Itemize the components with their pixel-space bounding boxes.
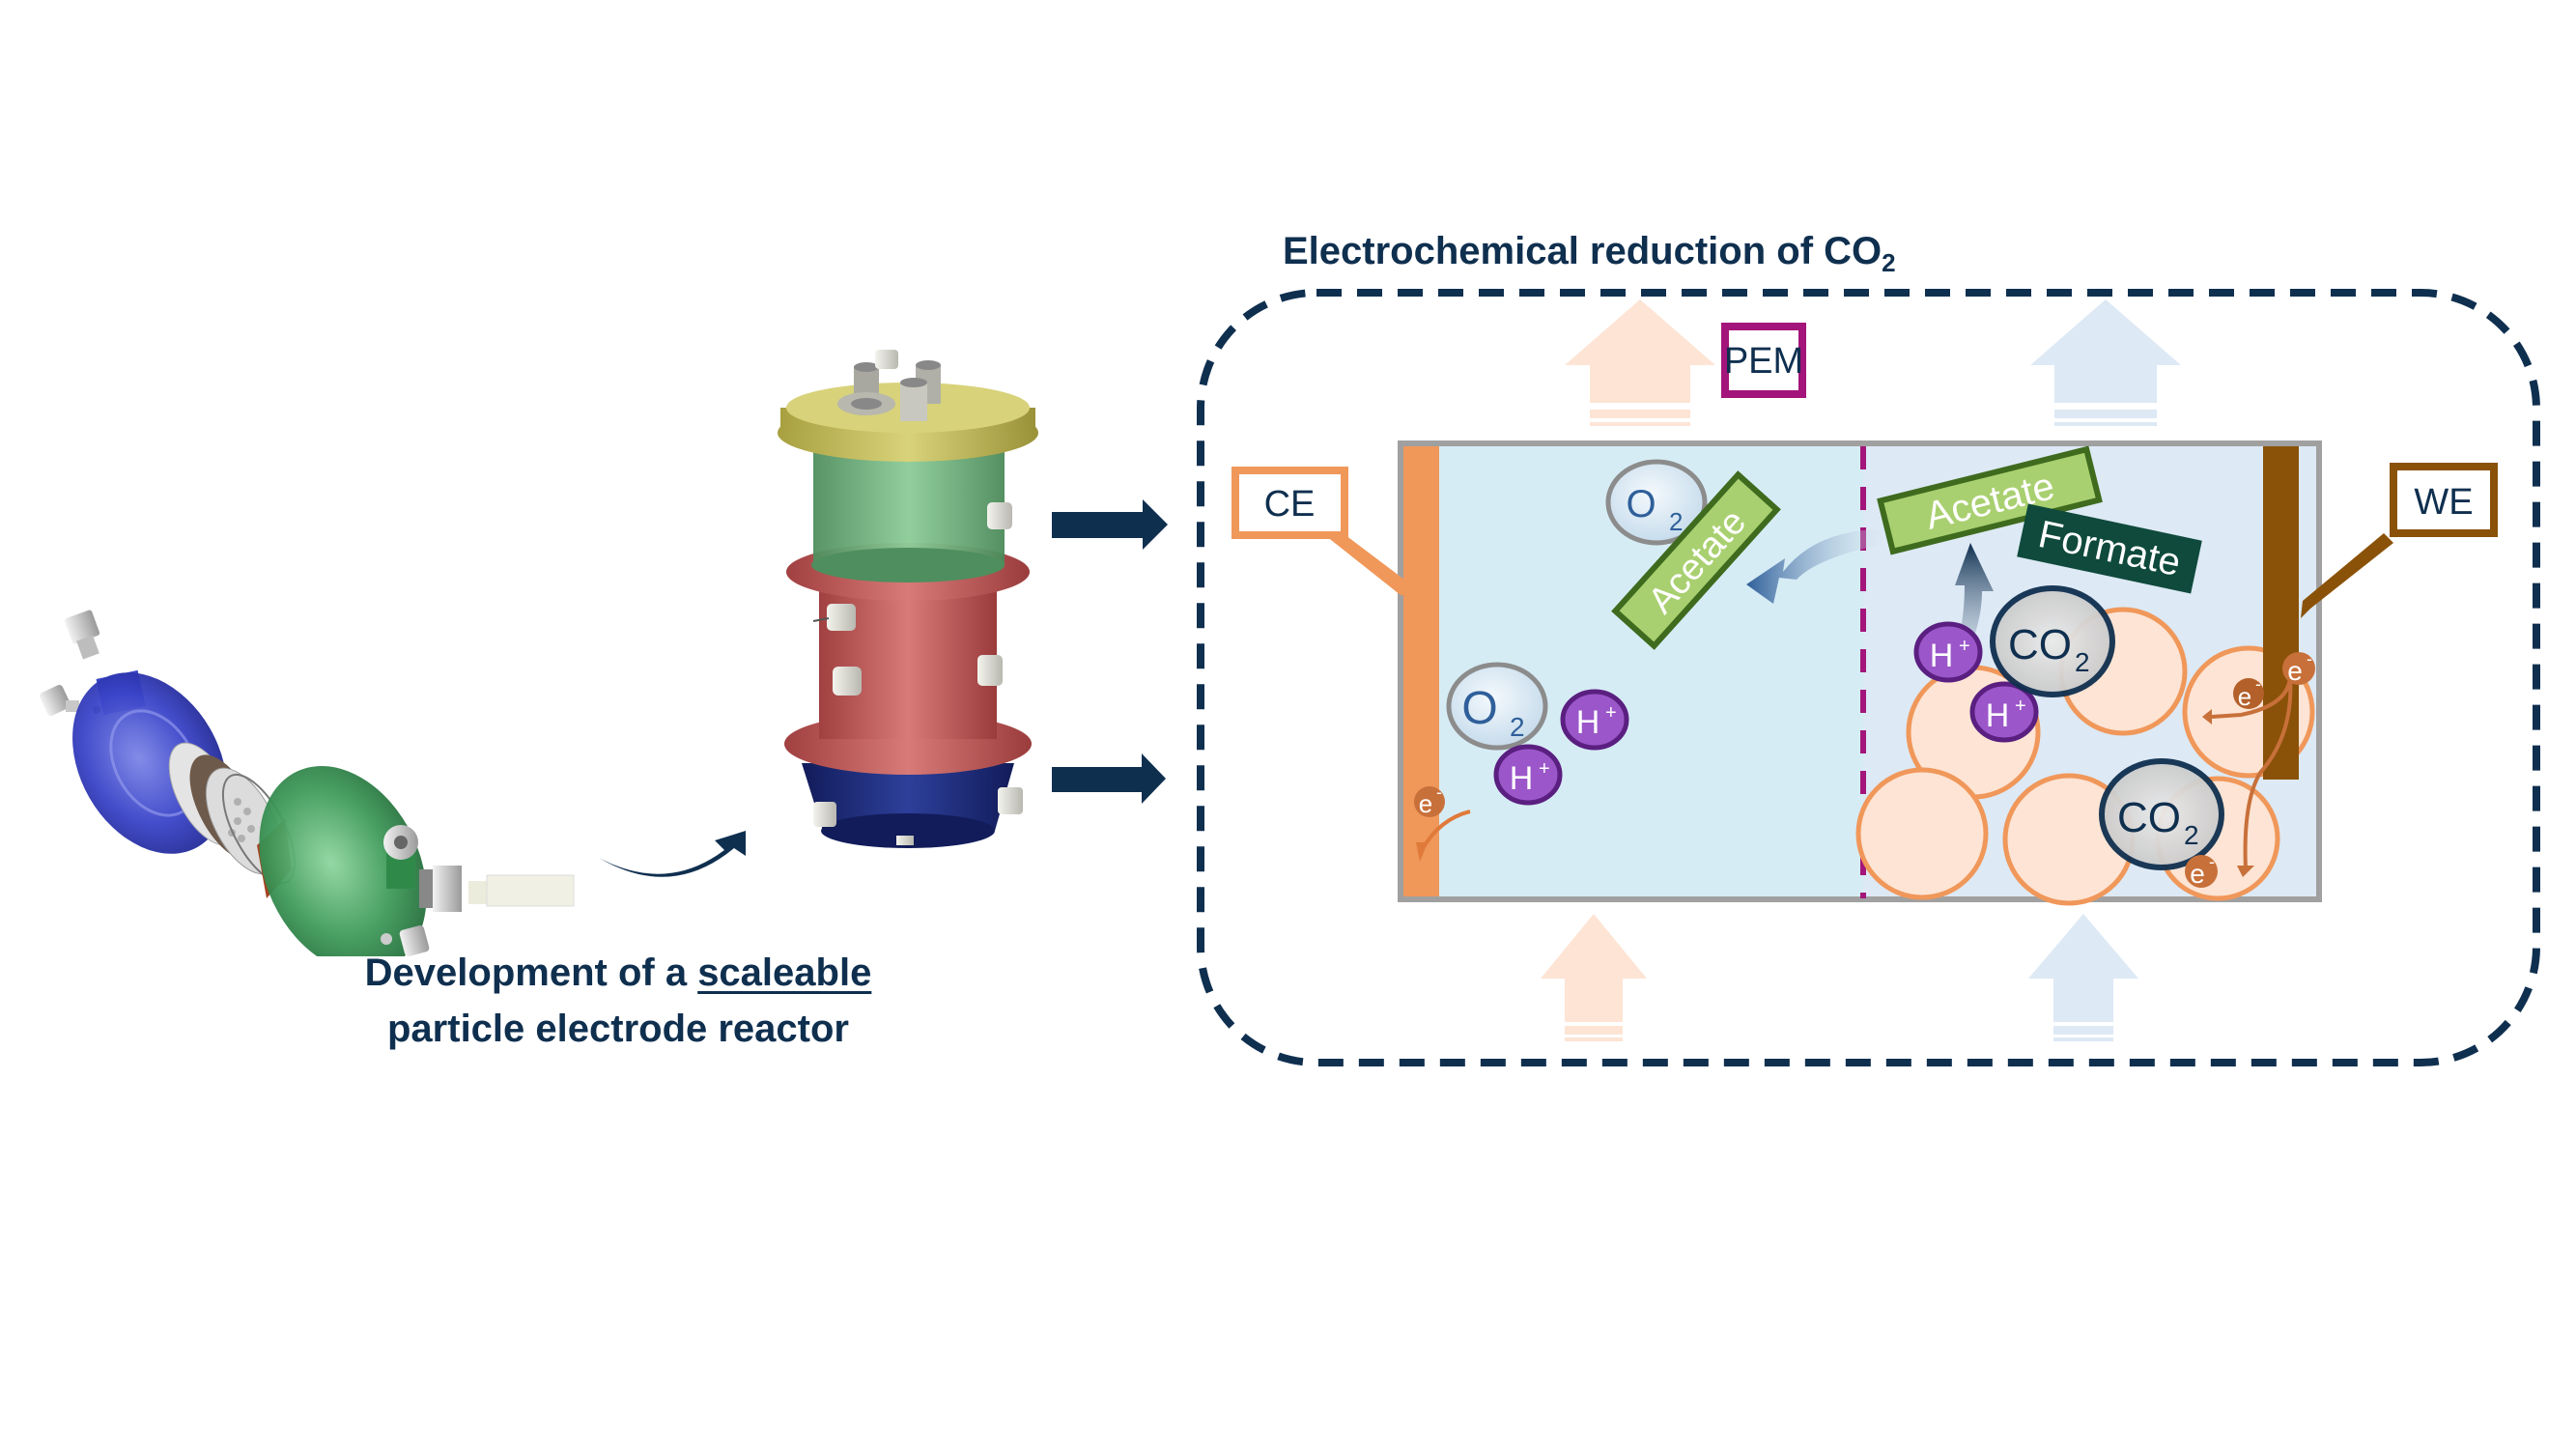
flow-arrow-up-icon [2028, 914, 2138, 1041]
electron-arrowhead [2202, 709, 2212, 724]
caption-emphasis: scaleable [697, 952, 872, 994]
svg-text:e: e [1419, 789, 1432, 818]
svg-text:-: - [2209, 852, 2215, 871]
arrow-right-icon [1052, 753, 1166, 804]
exploded-reactor-view [40, 610, 575, 956]
reactor-lid [778, 350, 1038, 462]
svg-text:-: - [1436, 782, 1442, 802]
svg-text:CO: CO [2008, 621, 2072, 668]
electron: e - [2282, 649, 2315, 686]
svg-text:CO: CO [2117, 794, 2181, 841]
assembled-reactor [778, 350, 1038, 848]
electron-arrowhead [2237, 866, 2254, 877]
svg-text:2: 2 [1510, 712, 1525, 742]
svg-text:2: 2 [2184, 820, 2199, 850]
svg-text:H: H [1986, 697, 2010, 734]
cell-outline [1398, 440, 2322, 902]
svg-text:-: - [2255, 674, 2261, 694]
caption-line-1: Development of a scaleable [364, 952, 872, 994]
arrow-right-icon [1052, 499, 1168, 550]
pem-label: PEM [1721, 323, 1806, 398]
o2-bubble: O 2 [1605, 459, 1708, 546]
svg-text:e: e [2287, 656, 2303, 686]
fitting-icon [64, 610, 100, 660]
caption-line-2: particle electrode reactor [387, 1008, 849, 1050]
svg-text:O: O [1461, 683, 1497, 734]
electron: e - [1414, 782, 1471, 862]
counter-electrode [1403, 446, 1439, 896]
electron: e - [2233, 674, 2264, 711]
tube [468, 874, 575, 907]
ce-label: CE [1231, 467, 1418, 597]
svg-text:2: 2 [1669, 507, 1683, 536]
svg-text:-: - [2307, 649, 2312, 668]
green-end-plate [259, 766, 427, 956]
svg-text:+: + [2015, 696, 2026, 717]
svg-text:H: H [1576, 704, 1600, 741]
working-electrode [2263, 446, 2299, 780]
fitting-icon [381, 925, 430, 956]
flow-arrow-up-icon [2030, 299, 2181, 426]
fitting-icon [40, 685, 100, 716]
svg-text:O: O [1626, 483, 1656, 526]
crossover-arrow-icon [1746, 529, 1883, 604]
electron-transport-path [2211, 675, 2293, 870]
reactor-base [802, 763, 1023, 848]
electrode-particle [1855, 767, 1989, 900]
svg-text:e: e [2238, 682, 2251, 711]
electron: e - [2185, 852, 2218, 889]
diagram-title: Electrochemical reduction of CO2 [1283, 230, 1896, 277]
curved-arrow-icon [599, 831, 746, 877]
mesh-separator [168, 742, 297, 885]
svg-text:H: H [1510, 760, 1534, 797]
reactor-anode-chamber [811, 449, 1012, 582]
svg-text:+: + [1605, 702, 1617, 724]
proton: H + [1969, 681, 2039, 743]
reactor-caption: Development of a scaleable particle elec… [270, 945, 966, 1057]
svg-text:e: e [2190, 859, 2205, 889]
svg-text:+: + [1539, 758, 1550, 780]
flow-arrow-up-icon [1541, 914, 1647, 1041]
svg-text:WE: WE [2414, 482, 2473, 523]
flow-arrow-up-icon [1565, 299, 1715, 426]
svg-text:+: + [1959, 636, 1970, 657]
dashed-frame [1197, 289, 2540, 1066]
co2-molecule: CO 2 [2099, 758, 2224, 870]
o2-bubble: O 2 [1446, 662, 1548, 751]
proton: H + [1913, 621, 1983, 683]
connector [419, 866, 462, 912]
we-label: WE [2301, 463, 2498, 618]
co2-molecule: CO 2 [1990, 585, 2115, 697]
svg-text:H: H [1930, 638, 1954, 674]
svg-text:CE: CE [1264, 484, 1316, 525]
svg-text:PEM: PEM [1724, 341, 1803, 382]
svg-text:2: 2 [2075, 647, 2090, 677]
proton: H + [1560, 689, 1629, 751]
proton: H + [1493, 744, 1563, 806]
